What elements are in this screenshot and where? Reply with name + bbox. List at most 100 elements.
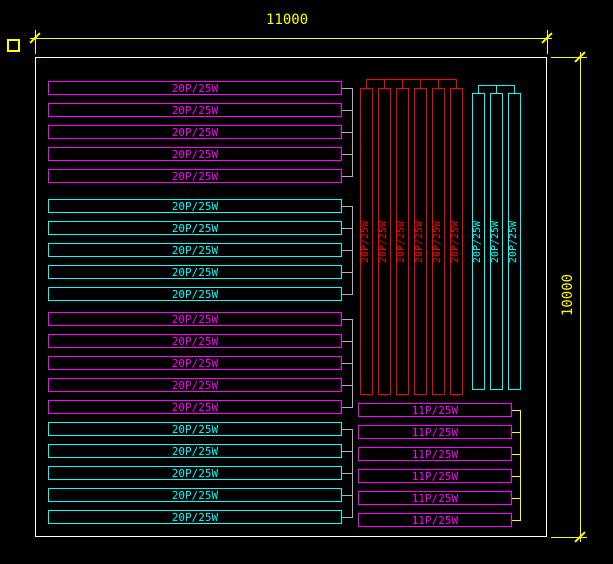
connector-line xyxy=(456,79,457,88)
feeder-bar: 11P/25W xyxy=(358,491,512,505)
rack-bar: 20P/25W xyxy=(48,221,342,235)
rack-bar: 20P/25W xyxy=(48,444,342,458)
connector-line xyxy=(342,250,352,251)
extension-line-top-right xyxy=(547,30,548,54)
rack-bar-label: 20P/25W xyxy=(171,81,219,95)
trunk-line xyxy=(520,410,521,521)
rack-bar-label: 20P/25W xyxy=(171,265,219,279)
feeder-bar: 11P/25W xyxy=(358,403,512,417)
rack-bar-vertical-label: 20P/25W xyxy=(378,220,390,263)
connector-line xyxy=(478,85,479,93)
rack-bar-label: 20P/25W xyxy=(171,334,219,348)
rack-bar: 20P/25W xyxy=(48,81,342,95)
connector-line xyxy=(512,498,520,499)
connector-line xyxy=(438,79,439,88)
rack-bar: 20P/25W xyxy=(48,265,342,279)
connector-line xyxy=(342,110,352,111)
rack-bar: 20P/25W xyxy=(48,356,342,370)
rack-bar-label: 20P/25W xyxy=(171,488,219,502)
connector-line xyxy=(496,85,497,93)
connector-line xyxy=(514,85,515,93)
rack-bar-vertical-label: 20P/25W xyxy=(508,220,520,263)
rack-bar-vertical-label: 20P/25W xyxy=(360,220,372,263)
connector-line xyxy=(342,294,352,295)
feeder-bar-label: 11P/25W xyxy=(411,403,459,417)
connector-line xyxy=(342,473,352,474)
connector-line xyxy=(342,451,352,452)
drawing-border xyxy=(35,57,547,537)
feeder-bar: 11P/25W xyxy=(358,425,512,439)
rack-bar-vertical: 20P/25W xyxy=(414,88,427,395)
connector-line xyxy=(366,79,367,88)
corner-marker xyxy=(7,39,20,52)
rack-bar: 20P/25W xyxy=(48,103,342,117)
rack-bar: 20P/25W xyxy=(48,287,342,301)
rack-bar-label: 20P/25W xyxy=(171,287,219,301)
rack-bar-label: 20P/25W xyxy=(171,422,219,436)
feeder-bar-label: 11P/25W xyxy=(411,425,459,439)
trunk-line xyxy=(352,88,353,177)
trunk-line xyxy=(478,85,515,86)
rack-bar: 20P/25W xyxy=(48,243,342,257)
height-dimension-label: 10000 xyxy=(560,273,576,317)
rack-bar-vertical: 20P/25W xyxy=(360,88,373,395)
rack-bar-label: 20P/25W xyxy=(171,444,219,458)
rack-bar-vertical-label: 20P/25W xyxy=(396,220,408,263)
rack-bar-label: 20P/25W xyxy=(171,400,219,414)
connector-line xyxy=(342,132,352,133)
rack-bar-vertical: 20P/25W xyxy=(472,93,485,390)
trunk-line xyxy=(352,206,353,295)
connector-line xyxy=(402,79,403,88)
trunk-line xyxy=(352,429,353,518)
connector-line xyxy=(342,206,352,207)
feeder-bar-label: 11P/25W xyxy=(411,469,459,483)
rack-bar-vertical: 20P/25W xyxy=(378,88,391,395)
rack-bar-label: 20P/25W xyxy=(171,466,219,480)
connector-line xyxy=(512,410,520,411)
connector-line xyxy=(512,476,520,477)
rack-bar-vertical: 20P/25W xyxy=(508,93,521,390)
rack-bar: 20P/25W xyxy=(48,147,342,161)
rack-bar-label: 20P/25W xyxy=(171,125,219,139)
extension-line-right-bottom xyxy=(551,537,587,538)
rack-bar-vertical: 20P/25W xyxy=(450,88,463,395)
width-dimension-line xyxy=(30,38,552,39)
connector-line xyxy=(342,228,352,229)
rack-bar: 20P/25W xyxy=(48,510,342,524)
rack-bar-label: 20P/25W xyxy=(171,221,219,235)
feeder-bar: 11P/25W xyxy=(358,513,512,527)
rack-bar: 20P/25W xyxy=(48,334,342,348)
rack-bar-label: 20P/25W xyxy=(171,103,219,117)
connector-line xyxy=(342,176,352,177)
rack-bar-vertical: 20P/25W xyxy=(490,93,503,390)
connector-line xyxy=(420,79,421,88)
connector-line xyxy=(342,407,352,408)
rack-bar-vertical-label: 20P/25W xyxy=(490,220,502,263)
extension-line-right-top xyxy=(551,57,587,58)
width-dimension-label: 11000 xyxy=(266,12,309,28)
rack-bar: 20P/25W xyxy=(48,199,342,213)
rack-bar-label: 20P/25W xyxy=(171,356,219,370)
rack-bar-vertical-label: 20P/25W xyxy=(414,220,426,263)
connector-line xyxy=(512,432,520,433)
rack-bar-label: 20P/25W xyxy=(171,147,219,161)
rack-bar: 20P/25W xyxy=(48,312,342,326)
rack-bar-label: 20P/25W xyxy=(171,243,219,257)
connector-line xyxy=(512,454,520,455)
feeder-bar: 11P/25W xyxy=(358,469,512,483)
trunk-line xyxy=(352,319,353,408)
rack-bar-label: 20P/25W xyxy=(171,510,219,524)
rack-bar: 20P/25W xyxy=(48,400,342,414)
rack-bar-vertical-label: 20P/25W xyxy=(472,220,484,263)
feeder-bar-label: 11P/25W xyxy=(411,491,459,505)
rack-bar-vertical: 20P/25W xyxy=(432,88,445,395)
rack-bar-label: 20P/25W xyxy=(171,169,219,183)
trunk-line xyxy=(366,79,457,80)
connector-line xyxy=(342,517,352,518)
rack-bar-vertical-label: 20P/25W xyxy=(432,220,444,263)
height-dimension-line xyxy=(580,52,581,542)
connector-line xyxy=(342,319,352,320)
extension-line-top-left xyxy=(35,30,36,54)
feeder-bar: 11P/25W xyxy=(358,447,512,461)
